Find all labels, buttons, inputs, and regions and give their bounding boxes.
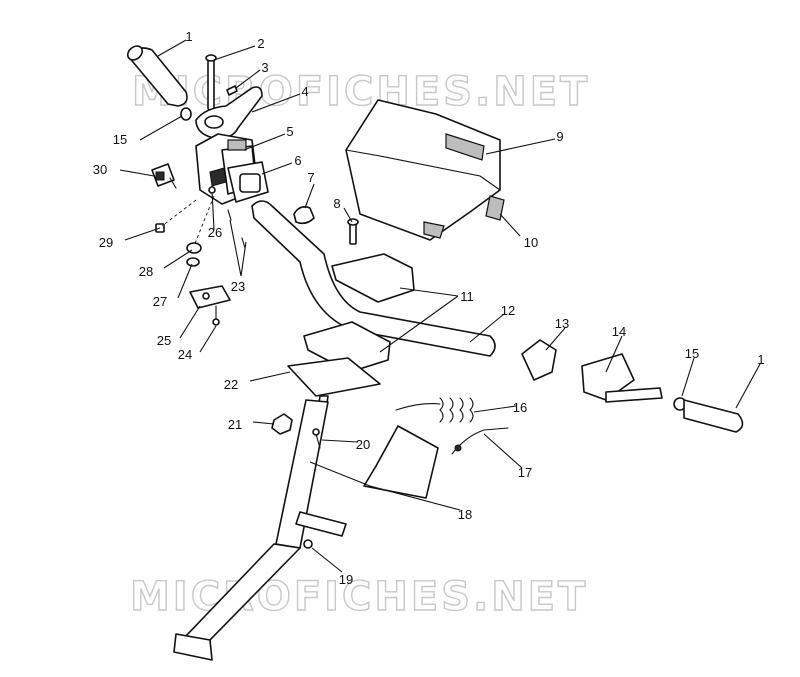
part-column (173, 399, 329, 661)
part-30-switch (151, 163, 177, 189)
part-25-plate (189, 285, 231, 309)
part-23-screws (227, 209, 246, 249)
callout-label-25: 25 (157, 333, 171, 348)
part-26-screw (208, 186, 216, 231)
callout-label-27: 27 (153, 294, 167, 309)
part-18-bracket (363, 425, 439, 499)
part-21-nut (271, 413, 293, 435)
leader-lines (119, 39, 761, 573)
part-4-bracket (195, 86, 263, 140)
part-9-instrument-cover (345, 99, 501, 241)
callout-label-16: 16 (513, 400, 527, 415)
callout-label-19: 19 (339, 572, 353, 587)
part-16-wire-coil (395, 397, 474, 423)
callout-label-26: 26 (208, 225, 222, 240)
part-13-brake-lever (521, 339, 557, 381)
watermark-bottom: MICROFICHES.NET (130, 574, 588, 620)
callout-label-2: 2 (257, 36, 264, 51)
callout-label-1: 1 (757, 352, 764, 367)
part-8-bolt (347, 218, 359, 245)
callout-label-20: 20 (356, 437, 370, 452)
callout-label-5: 5 (286, 124, 293, 139)
callout-label-4: 4 (301, 84, 308, 99)
callout-label-30: 30 (93, 162, 107, 177)
callout-label-24: 24 (178, 347, 192, 362)
callout-label-17: 17 (518, 465, 532, 480)
watermark-top: MICROFICHES.NET (132, 69, 590, 115)
callout-label-11: 11 (460, 289, 474, 304)
callout-label-21: 21 (228, 417, 242, 432)
callout-label-3: 3 (261, 60, 268, 75)
callout-label-7: 7 (307, 170, 314, 185)
part-2-pin (205, 54, 217, 111)
part-3-clip (226, 85, 238, 96)
callout-label-15: 15 (685, 346, 699, 361)
part-7-clip (293, 206, 315, 225)
part-1-left-grip (126, 45, 188, 107)
callout-label-6: 6 (294, 153, 301, 168)
callout-label-28: 28 (139, 264, 153, 279)
part-11-clamps (303, 253, 415, 373)
part-12-handlebar (251, 200, 496, 357)
callout-label-14: 14 (612, 324, 626, 339)
callout-label-12: 12 (501, 303, 515, 318)
part-17-wire (451, 427, 509, 455)
callout-label-8: 8 (333, 196, 340, 211)
callout-label-9: 9 (556, 129, 563, 144)
callout-label-1: 1 (185, 29, 192, 44)
part-6-switch-block (227, 161, 269, 203)
part-20-screw (312, 428, 321, 449)
callout-label-23: 23 (231, 279, 245, 294)
part-27-washer (186, 257, 200, 267)
part-15-left-end-cap (180, 107, 192, 121)
callout-label-18: 18 (458, 507, 472, 522)
part-19-tube (295, 511, 347, 549)
part-10-grommet (423, 195, 505, 239)
part-14-master-cylinder (581, 353, 663, 403)
part-24-screw (212, 305, 220, 326)
callout-label-22: 22 (224, 377, 238, 392)
part-1-right-grip (683, 399, 744, 433)
callout-label-13: 13 (555, 316, 569, 331)
callout-label-10: 10 (524, 235, 538, 250)
callout-label-29: 29 (99, 235, 113, 250)
callout-label-15: 15 (113, 132, 127, 147)
